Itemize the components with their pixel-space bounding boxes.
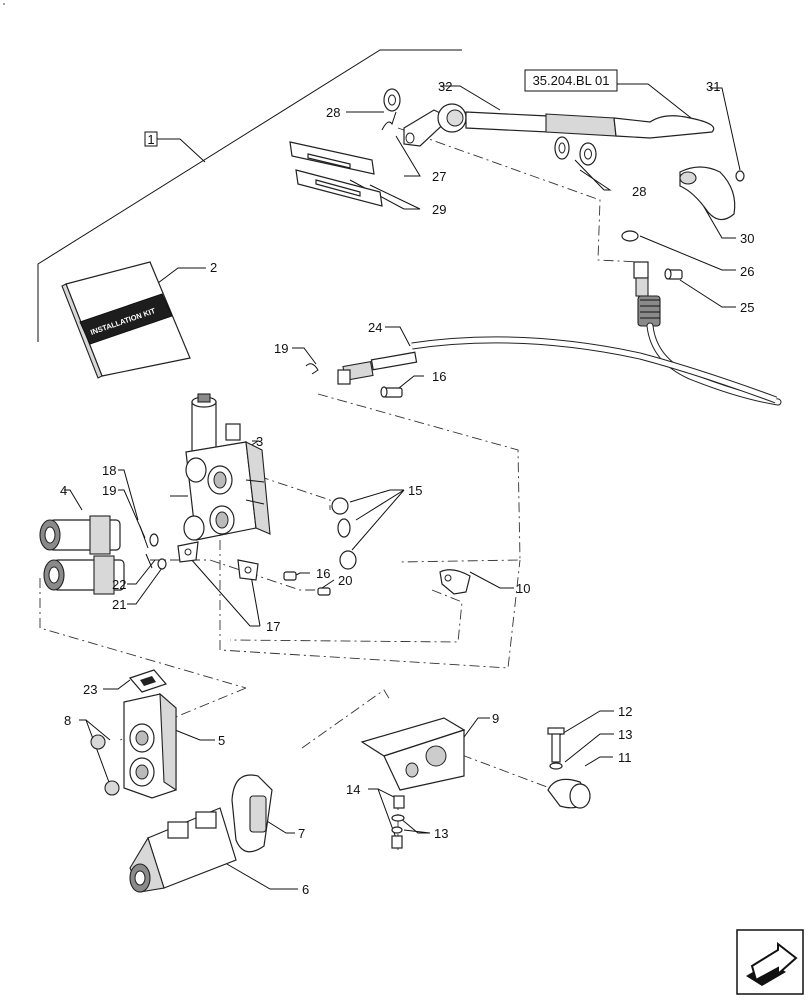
- callout-32[interactable]: 32: [438, 79, 452, 94]
- callout-11[interactable]: 11: [618, 750, 632, 765]
- leader-lines: [64, 83, 741, 890]
- coupler-housing[interactable]: [129, 807, 237, 893]
- cable-upper-end[interactable]: [633, 261, 661, 327]
- gasket-plates[interactable]: [289, 141, 383, 207]
- callout-28-upper[interactable]: 28: [326, 105, 340, 120]
- kit-label: 1: [147, 132, 154, 147]
- coupler-seals[interactable]: [90, 734, 120, 796]
- callout-30[interactable]: 30: [740, 231, 754, 246]
- callout-10[interactable]: 10: [516, 581, 530, 596]
- callout-5[interactable]: 5: [218, 733, 225, 748]
- snap-ring[interactable]: [621, 230, 639, 242]
- coupler-block[interactable]: [123, 692, 177, 799]
- callout-15[interactable]: 15: [408, 483, 422, 498]
- corner-dot: [3, 3, 5, 5]
- callout-22[interactable]: 22: [112, 577, 126, 592]
- callout-21[interactable]: 21: [112, 597, 126, 612]
- knob-pin[interactable]: [735, 170, 745, 182]
- callout-8[interactable]: 8: [64, 713, 71, 728]
- kit-frame: [37, 49, 462, 342]
- cable-pin-upper[interactable]: [380, 386, 403, 398]
- callout-28-lower[interactable]: 28: [632, 184, 646, 199]
- cable-bracket[interactable]: [439, 569, 471, 595]
- callout-20[interactable]: 20: [338, 573, 352, 588]
- callout-numbers: 32 31 28 28 27 29 30 26 25 2 24 19 16 3 …: [60, 79, 754, 897]
- callout-24[interactable]: 24: [368, 320, 382, 335]
- dust-cover[interactable]: [231, 774, 273, 853]
- callout-9[interactable]: 9: [492, 711, 499, 726]
- assembly-lines: [39, 127, 641, 850]
- mounting-brackets[interactable]: [177, 541, 259, 581]
- lever-knob[interactable]: [679, 166, 736, 221]
- callout-6[interactable]: 6: [302, 882, 309, 897]
- callout-19-upper[interactable]: 19: [274, 341, 288, 356]
- reference-box[interactable]: 35.204.BL 01: [524, 69, 618, 92]
- callout-19-lower[interactable]: 19: [102, 483, 116, 498]
- callout-25[interactable]: 25: [740, 300, 754, 315]
- callout-4[interactable]: 4: [60, 483, 67, 498]
- mounting-plate[interactable]: [360, 717, 466, 791]
- control-lever[interactable]: [403, 103, 715, 147]
- callout-13-lower[interactable]: 13: [434, 826, 448, 841]
- o-rings[interactable]: [331, 497, 357, 570]
- callout-16-lower[interactable]: 16: [316, 566, 330, 581]
- callout-18[interactable]: 18: [102, 463, 116, 478]
- callout-26[interactable]: 26: [740, 264, 754, 279]
- cap-nut[interactable]: [547, 778, 591, 809]
- callout-2[interactable]: 2: [210, 260, 217, 275]
- callout-23[interactable]: 23: [83, 682, 97, 697]
- kit-box[interactable]: 1: [144, 131, 158, 147]
- washers-upper[interactable]: [383, 88, 597, 166]
- spring-clip[interactable]: [381, 111, 397, 131]
- callout-12[interactable]: 12: [618, 704, 632, 719]
- plate-hardware-lower[interactable]: [391, 795, 405, 849]
- bracket-pins[interactable]: [283, 571, 331, 596]
- installation-kit-manual[interactable]: INSTALLATION KIT: [61, 261, 191, 379]
- plate-bolt-right[interactable]: [547, 727, 565, 770]
- callout-27[interactable]: 27: [432, 169, 446, 184]
- callout-17[interactable]: 17: [266, 619, 280, 634]
- callout-3[interactable]: 3: [256, 434, 263, 449]
- quick-couplers[interactable]: [39, 515, 125, 595]
- next-page-arrow-icon[interactable]: [736, 929, 804, 995]
- reference-label: 35.204.BL 01: [533, 73, 610, 88]
- callout-14[interactable]: 14: [346, 782, 360, 797]
- callout-29[interactable]: 29: [432, 202, 446, 217]
- push-pull-cable[interactable]: [337, 322, 782, 406]
- coupler-hardware[interactable]: [139, 525, 167, 570]
- callout-31[interactable]: 31: [706, 79, 720, 94]
- control-valve-body[interactable]: [170, 393, 271, 541]
- callout-13-right[interactable]: 13: [618, 727, 632, 742]
- cotter-pin-upper[interactable]: [305, 363, 319, 375]
- callout-7[interactable]: 7: [298, 826, 305, 841]
- warning-label[interactable]: [128, 669, 168, 693]
- callout-16-upper[interactable]: 16: [432, 369, 446, 384]
- clevis-pin[interactable]: [664, 268, 683, 280]
